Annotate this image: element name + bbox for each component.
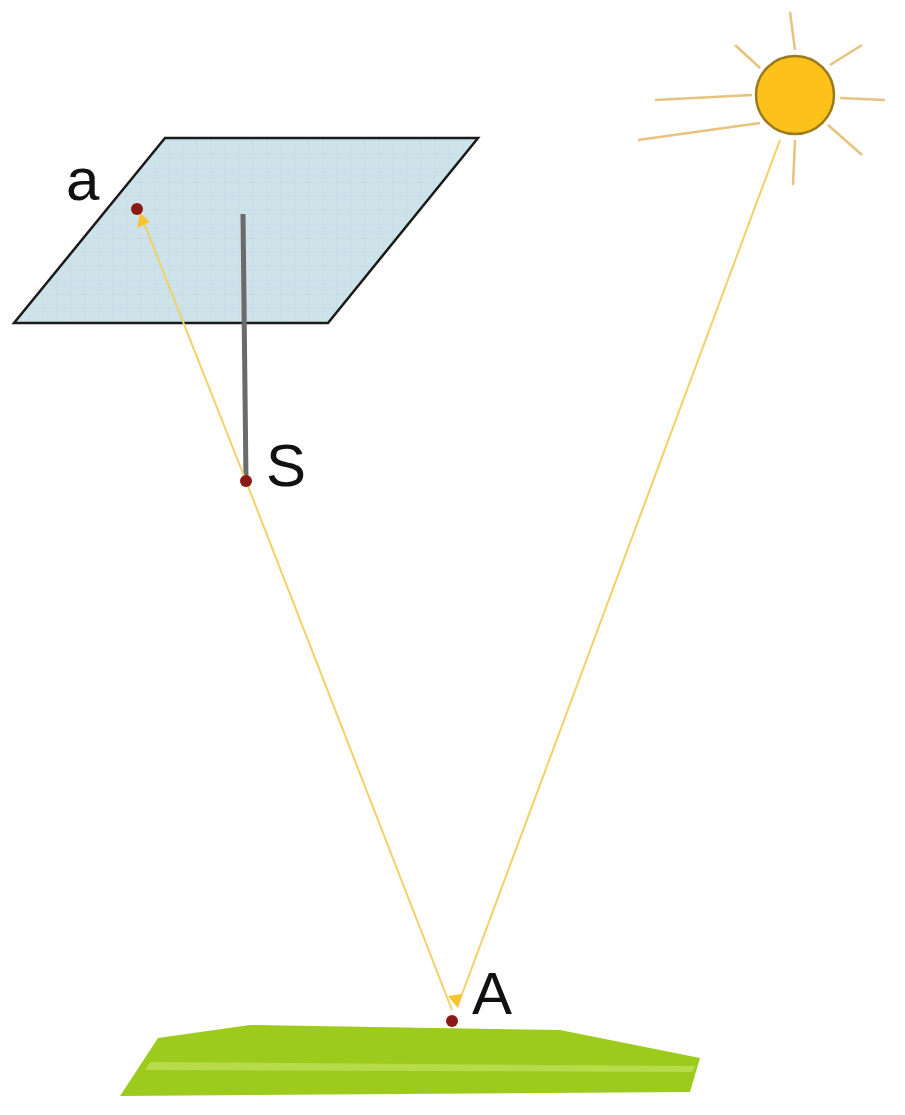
- ground-stripe: [145, 1062, 695, 1072]
- arrow-head: [448, 994, 462, 1008]
- light-rays: [142, 140, 780, 1010]
- point-dot: [240, 475, 252, 487]
- ground: [120, 1025, 700, 1096]
- arrow-head: [137, 213, 150, 228]
- point-dot: [131, 203, 143, 215]
- point-label: a: [66, 150, 99, 210]
- point-dot: [446, 1015, 458, 1027]
- point-label: A: [472, 964, 512, 1024]
- focal-axis: [243, 214, 246, 481]
- sun-rays: [638, 12, 885, 185]
- sun: [756, 56, 834, 134]
- point-label: S: [266, 436, 306, 496]
